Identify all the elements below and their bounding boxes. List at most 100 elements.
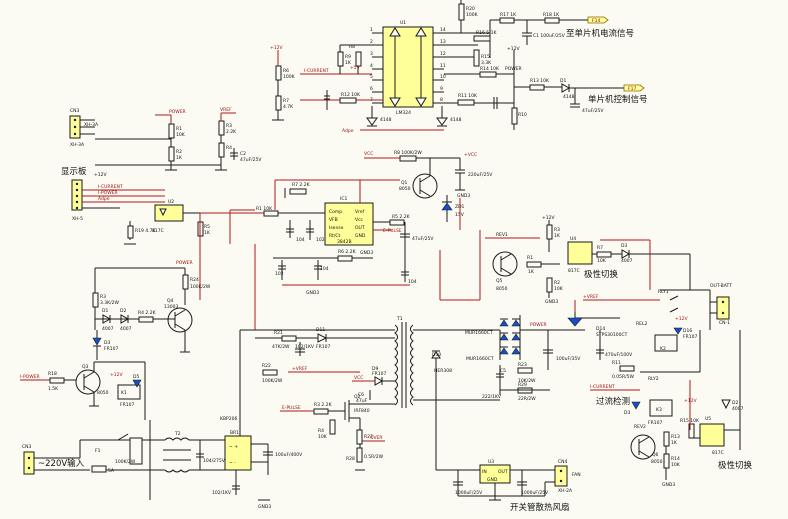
svg-text:U2: U2 [168, 199, 174, 205]
svg-text:MUR1660CT: MUR1660CT [466, 356, 494, 362]
fan-label: 开关管散热风扇 [510, 502, 570, 513]
svg-text:R18 1K: R18 1K [543, 12, 560, 18]
svg-text:+12V: +12V [507, 46, 520, 52]
svg-text:10K/2W: 10K/2W [518, 378, 536, 384]
svg-text:1: 1 [370, 27, 373, 33]
svg-text:XH-3A: XH-3A [70, 142, 85, 148]
svg-text:10K: 10K [671, 462, 681, 468]
svg-text:R3: R3 [226, 123, 232, 129]
svg-text:REV1: REV1 [496, 232, 508, 238]
ac-input: CN3 ~220V输入 F1 5A 100K/2W T2 104/275V BR… [22, 330, 303, 510]
ac-input-label: ~220V输入 [38, 458, 85, 469]
svg-text:R5: R5 [204, 224, 210, 230]
svg-text:C2: C2 [240, 151, 246, 157]
svg-text:47uF/25V: 47uF/25V [412, 236, 434, 242]
svg-text:U4: U4 [570, 236, 576, 242]
svg-text:R1: R1 [527, 255, 533, 261]
svg-text:R3: R3 [100, 294, 106, 300]
svg-text:U5: U5 [705, 416, 711, 422]
svg-text:R20: R20 [466, 6, 475, 12]
svg-text:4007: 4007 [732, 406, 744, 412]
svg-text:POWER: POWER [530, 322, 547, 328]
u1-label: U1 [400, 20, 406, 26]
svg-text:MUR1660CT: MUR1660CT [465, 330, 493, 336]
svg-text:R24: R24 [190, 277, 199, 283]
svg-text:I-POWER: I-POWER [98, 190, 118, 196]
svg-text:104: 104 [320, 266, 329, 272]
svg-text:4148: 4148 [380, 117, 392, 123]
svg-text:+12V: +12V [675, 316, 688, 322]
svg-text:102: 102 [275, 271, 284, 277]
svg-text:CN4: CN4 [558, 459, 568, 465]
svg-text:R7: R7 [283, 98, 289, 104]
opamp-section: U1 LM324 1 2 3 4 5 6 7 14 13 12 11 10 9 … [270, 0, 645, 134]
svg-text:10: 10 [440, 74, 446, 80]
svg-text:Q2: Q2 [354, 394, 361, 400]
polarity-bottom-label: 极性切换 [718, 460, 753, 471]
svg-text:R3: R3 [554, 227, 560, 233]
svg-text:100K/2W: 100K/2W [262, 378, 283, 384]
svg-text:FR107: FR107 [683, 334, 697, 340]
svg-text:D3: D3 [104, 340, 110, 346]
svg-text:F1: F1 [95, 448, 101, 454]
svg-text:GND: GND [487, 477, 498, 483]
svg-text:GND3: GND3 [306, 290, 319, 296]
svg-text:104: 104 [408, 279, 417, 285]
svg-text:102/1KV: 102/1KV [212, 490, 232, 496]
to-mcu-current-label: 至单片机电流信号 [566, 28, 634, 39]
svg-text:IN: IN [482, 469, 487, 475]
svg-text:FR107: FR107 [316, 344, 330, 350]
ic1-3842 [324, 202, 374, 246]
svg-text:FR107: FR107 [372, 371, 386, 377]
svg-text:CN3: CN3 [70, 108, 80, 114]
svg-text:817C: 817C [152, 228, 164, 234]
svg-text:R22: R22 [262, 363, 271, 369]
svg-text:4007: 4007 [120, 326, 132, 332]
svg-text:T1: T1 [396, 316, 403, 322]
svg-text:1K: 1K [204, 230, 211, 236]
svg-text:STPS30100CT: STPS30100CT [596, 332, 628, 338]
svg-text:102/1KV: 102/1KV [295, 344, 315, 350]
svg-text:8050: 8050 [399, 186, 411, 192]
svg-text:R13: R13 [671, 434, 680, 440]
svg-text:2.2K: 2.2K [226, 129, 237, 135]
svg-text:100uF/400V: 100uF/400V [275, 452, 303, 458]
svg-text:RLY1: RLY1 [658, 289, 669, 295]
svg-text:XH-5: XH-5 [72, 216, 83, 222]
svg-text:R27: R27 [364, 434, 373, 440]
svg-text:+5V: +5V [350, 65, 361, 71]
u1-lm324 [382, 26, 434, 108]
polarity-top-label: 极性切换 [584, 269, 619, 280]
svg-text:R8 100K/2W: R8 100K/2W [394, 150, 422, 156]
svg-text:R11 10K: R11 10K [458, 93, 478, 99]
svg-text:4: 4 [370, 63, 373, 69]
red-traces [199, 180, 691, 430]
svg-text:R8: R8 [349, 44, 355, 50]
svg-text:+12V: +12V [94, 172, 107, 178]
svg-text:VFB: VFB [329, 217, 338, 223]
svg-text:R15: R15 [481, 54, 490, 60]
svg-text:D9: D9 [372, 366, 378, 372]
svg-text:VREF: VREF [220, 107, 232, 113]
svg-text:R12 10K: R12 10K [341, 92, 361, 98]
svg-text:D2: D2 [732, 400, 738, 406]
svg-text:R13 10K: R13 10K [530, 78, 550, 84]
svg-text:D1: D1 [102, 308, 108, 314]
svg-text:FR107: FR107 [104, 346, 118, 352]
svg-text:10K: 10K [554, 286, 564, 292]
svg-text:47uF/25V: 47uF/25V [582, 108, 604, 114]
svg-text:POWER: POWER [169, 109, 186, 115]
svg-text:R29: R29 [518, 382, 527, 388]
svg-text:Comp: Comp [329, 209, 342, 215]
svg-text:CN-1: CN-1 [719, 320, 730, 326]
svg-text:R4 2.2K: R4 2.2K [138, 310, 157, 316]
svg-text:XH-2A: XH-2A [558, 488, 573, 494]
svg-text:I-CURRENT: I-CURRENT [98, 184, 123, 190]
svg-text:R23: R23 [518, 362, 527, 368]
svg-text:~ +: ~ + [229, 444, 238, 450]
